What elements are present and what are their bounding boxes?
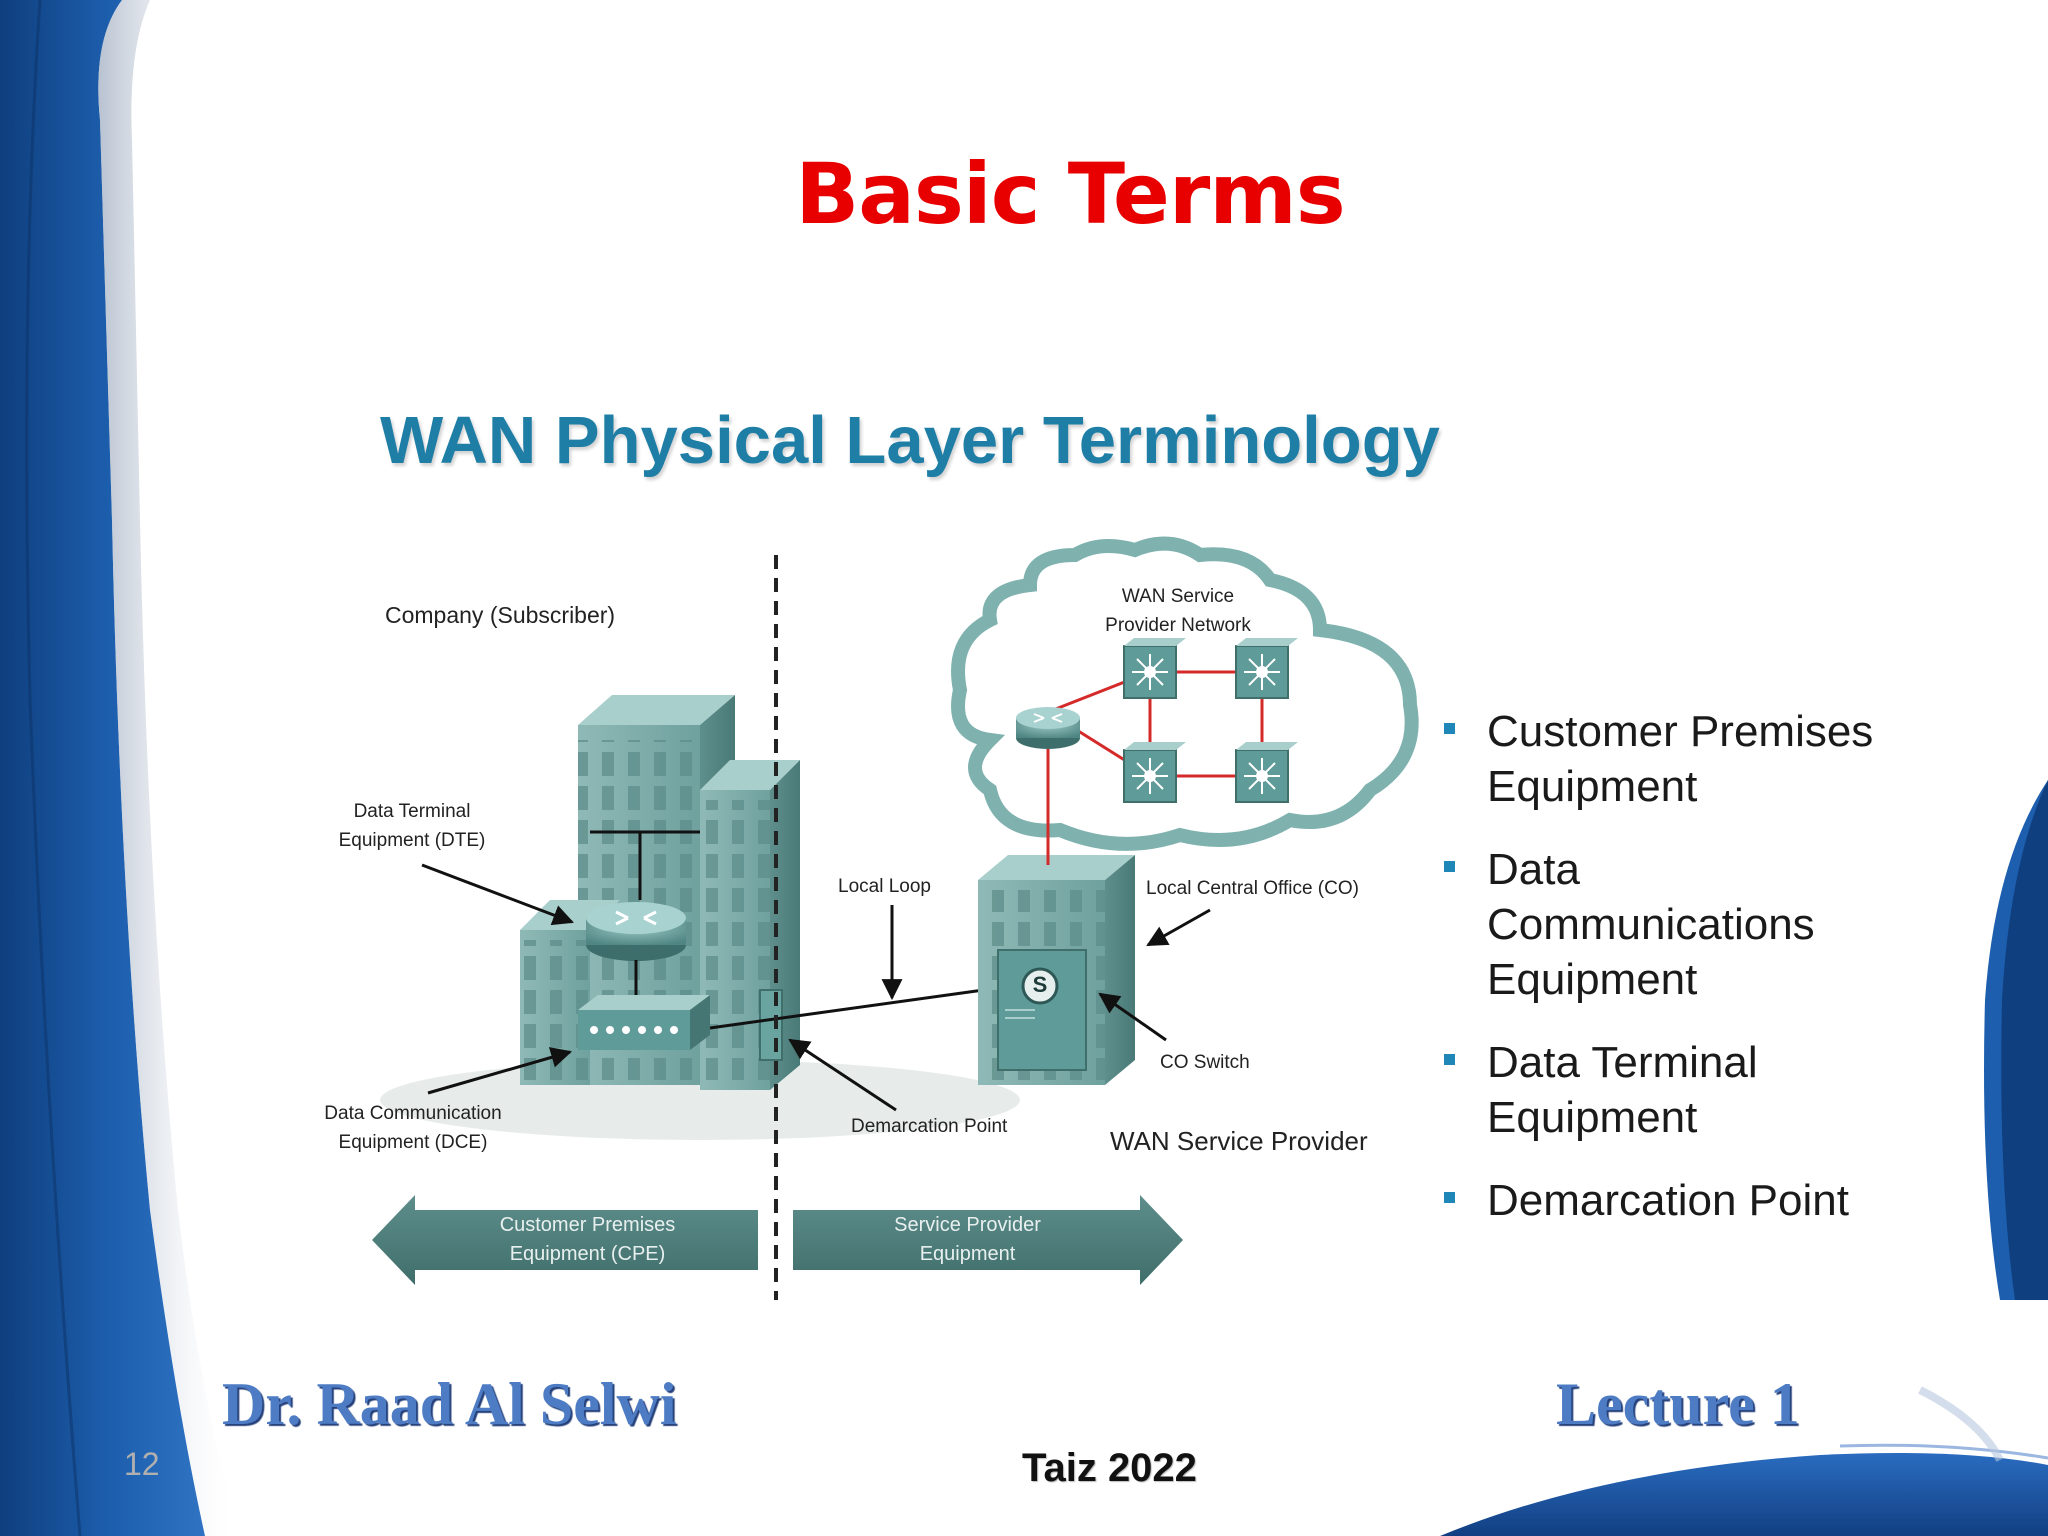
cloud-label-line2: Provider Network (1105, 615, 1251, 636)
dce-modem-icon (578, 995, 710, 1050)
co-switch-icon (997, 949, 1087, 1071)
dte-label: Data Terminal Equipment (DTE) (312, 797, 512, 855)
bullet-item: Demarcation Point (1440, 1173, 1940, 1228)
provider-switch-icons (1123, 638, 1298, 803)
bullet-text: Customer Premises Equipment (1487, 707, 1874, 811)
diagram-heading: WAN Physical Layer Terminology (380, 403, 1440, 478)
bullet-square-icon (1444, 861, 1455, 872)
bullet-square-icon (1444, 1192, 1455, 1203)
bullet-square-icon (1444, 723, 1455, 734)
dte-label-line1: Data Terminal (353, 801, 471, 822)
location-year: Taiz 2022 (1022, 1446, 1197, 1490)
dce-label: Data Communication Equipment (DCE) (298, 1099, 528, 1157)
provider-arrow-line2: Equipment (919, 1243, 1016, 1265)
bullet-text: Demarcation Point (1487, 1176, 1849, 1225)
cpe-arrow-line2: Equipment (CPE) (509, 1243, 666, 1265)
cpe-arrow (372, 1195, 758, 1285)
cpe-arrow-line1: Customer Premises (499, 1214, 676, 1236)
central-office-label: Local Central Office (CO) (1146, 878, 1359, 899)
callout-arrows (421, 863, 1211, 1112)
bullet-text: Data Communications Equipment (1487, 845, 1815, 1004)
bullet-square-icon (1444, 1054, 1455, 1065)
bullet-item: Customer Premises Equipment (1440, 704, 1940, 814)
bullet-list: Customer Premises Equipment Data Communi… (1440, 704, 1940, 1256)
local-loop-label: Local Loop (838, 876, 931, 897)
author-name: Dr. Raad Al Selwi (222, 1371, 677, 1437)
slide-title: Basic Terms (795, 145, 1346, 243)
cpe-arrow-label: Customer Premises Equipment (CPE) (465, 1211, 710, 1269)
company-building-right (700, 760, 800, 1090)
cloud-label-line1: WAN Service (1121, 586, 1235, 607)
demarcation-label: Demarcation Point (851, 1116, 1008, 1137)
co-switch-label: CO Switch (1160, 1052, 1250, 1073)
provider-arrow-line1: Service Provider (894, 1214, 1041, 1236)
bullet-item: Data Communications Equipment (1440, 842, 1940, 1007)
provider-router-icon (1016, 707, 1080, 749)
dte-label-line2: Equipment (DTE) (338, 830, 486, 851)
wan-cloud-shape (951, 536, 1419, 851)
provider-label: WAN Service Provider (1110, 1126, 1368, 1156)
cloud-label: WAN Service Provider Network (1078, 582, 1278, 640)
bullet-text: Data Terminal Equipment (1487, 1038, 1758, 1142)
bullet-item: Data Terminal Equipment (1440, 1035, 1940, 1145)
provider-arrow-label: Service Provider Equipment (845, 1211, 1090, 1269)
switch-letter: S (1032, 972, 1048, 997)
dce-label-line2: Equipment (DCE) (338, 1132, 488, 1153)
provider-equipment-arrow (793, 1195, 1183, 1285)
demarcation-box-icon (759, 989, 783, 1061)
company-label: Company (Subscriber) (385, 602, 616, 628)
dte-router-icon (586, 902, 686, 961)
page-number: 12 (124, 1446, 160, 1482)
lecture-label: Lecture 1 (1556, 1371, 1800, 1437)
dce-label-line1: Data Communication (324, 1103, 502, 1124)
